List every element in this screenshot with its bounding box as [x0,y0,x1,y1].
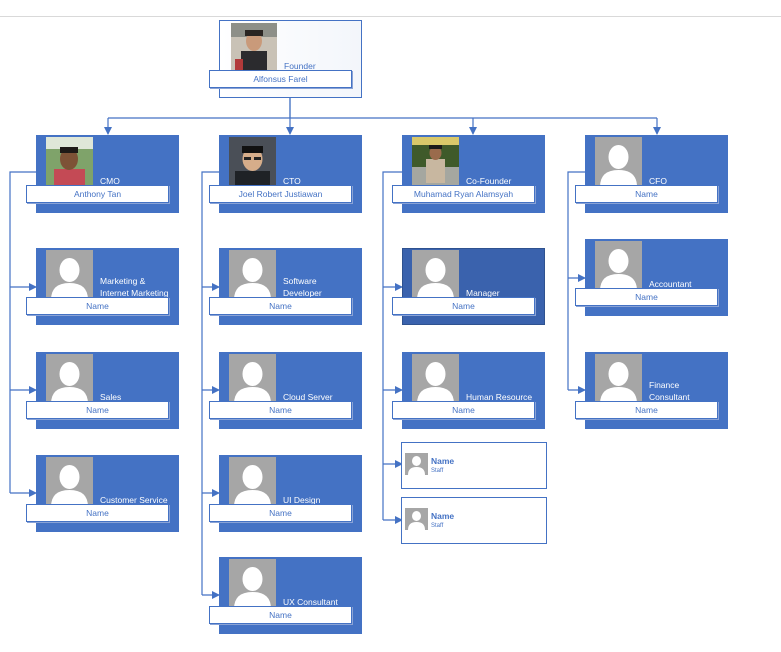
node-name: Name [26,401,169,419]
org-node-human-resource[interactable]: Human Resource Name [392,352,545,429]
placeholder-avatar [229,250,276,300]
org-node-finance-consultant[interactable]: Finance Consultant Name [575,352,728,429]
org-node-staff[interactable]: Name Staff [401,497,547,544]
node-role: Manager [466,288,500,298]
org-node-software-developer[interactable]: Software Developer Name [209,248,362,325]
node-name: Name [392,401,535,419]
org-node-cmo[interactable]: CMO Anthony Tan [26,135,179,213]
placeholder-avatar [412,354,459,404]
cto-photo [229,137,276,187]
node-role: CMO [100,176,120,186]
node-role: CTO [283,176,301,186]
node-role: Marketing & Internet Marketing [100,276,169,298]
staff-role: Staff [431,468,444,474]
placeholder-avatar [46,457,93,507]
node-role: Human Resource [466,392,533,402]
org-node-staff[interactable]: Name Staff [401,442,547,489]
node-name: Alfonsus Farel [209,70,352,88]
org-node-sales[interactable]: Sales Name [26,352,179,429]
node-name: Muhamad Ryan Alamsyah [392,185,535,203]
org-node-accountant[interactable]: Accountant Name [575,239,728,316]
placeholder-avatar [595,241,642,291]
top-rule [0,16,781,17]
org-node-customer-service[interactable]: Customer Service Name [26,455,179,532]
org-node-co-founder[interactable]: Co-Founder Muhamad Ryan Alamsyah [392,135,545,213]
org-node-ui-design[interactable]: UI Design Name [209,455,362,532]
org-node-cloud-server[interactable]: Cloud Server Name [209,352,362,429]
placeholder-avatar [46,250,93,300]
node-name: Name [392,297,535,315]
placeholder-avatar [229,354,276,404]
node-role: Founder [284,61,316,71]
org-node-ux-consultant[interactable]: UX Consultant Name [209,557,362,634]
node-role: UI Design [283,495,321,505]
node-name: Name [26,297,169,315]
placeholder-avatar [405,508,428,530]
node-role: Customer Service [100,495,168,505]
org-node-cto[interactable]: CTO Joel Robert Justiawan [209,135,362,213]
node-role: Cloud Server [283,392,333,402]
node-name: Name [209,297,352,315]
cmo-photo [46,137,93,187]
founder-photo [231,23,277,71]
placeholder-avatar [405,453,428,475]
node-role: Software Developer [283,276,322,298]
placeholder-avatar [229,559,276,609]
org-node-founder[interactable]: Founder Alfonsus Farel [209,20,362,98]
node-name: Joel Robert Justiawan [209,185,352,203]
node-name: Name [575,288,718,306]
placeholder-avatar [46,354,93,404]
node-role: UX Consultant [283,597,338,607]
node-role: Sales [100,392,122,402]
node-name: Name [575,185,718,203]
node-role: Accountant [649,279,692,289]
node-name: Name [575,401,718,419]
node-name: Name [26,504,169,522]
staff-name: Name [431,511,455,521]
node-role: CFO [649,176,667,186]
node-role: Finance Consultant [649,380,690,402]
node-role: Co-Founder [466,176,512,186]
org-node-cfo[interactable]: CFO Name [575,135,728,213]
staff-name: Name [431,456,455,466]
staff-role: Staff [431,523,444,529]
placeholder-avatar [595,354,642,404]
org-node-marketing[interactable]: Marketing & Internet Marketing Name [26,248,179,325]
co-founder-photo [412,137,459,187]
org-node-manager[interactable]: Manager Name [392,248,545,325]
placeholder-avatar [412,250,459,300]
placeholder-avatar [229,457,276,507]
node-name: Name [209,504,352,522]
node-name: Name [209,606,352,624]
node-name: Name [209,401,352,419]
node-name: Anthony Tan [26,185,169,203]
placeholder-avatar [595,137,642,187]
